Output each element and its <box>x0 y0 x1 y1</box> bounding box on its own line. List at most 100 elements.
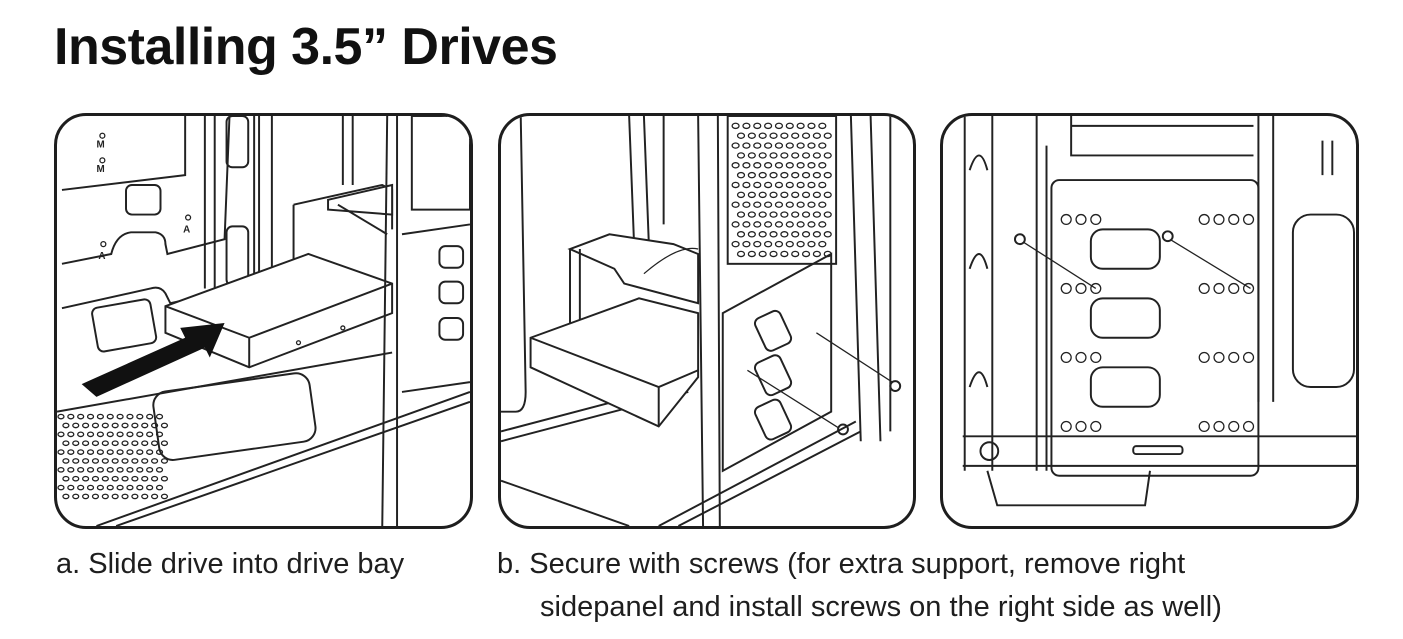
perforation-hole <box>818 181 827 189</box>
perforation-hole <box>101 475 109 482</box>
perforation-hole <box>747 171 756 179</box>
perforation-hole <box>796 162 805 169</box>
screw-icon <box>1013 233 1026 246</box>
perforation-hole <box>812 211 821 218</box>
perforation-hole <box>801 231 811 238</box>
illustration-panel-a: M M A A <box>54 113 473 529</box>
perforation-hole <box>155 449 164 455</box>
perforation-hole <box>126 413 134 420</box>
perforation-hole <box>747 152 756 159</box>
perforation-hole <box>86 431 95 438</box>
perforation-hole <box>764 162 773 169</box>
perforation-hole <box>780 211 789 218</box>
perforation-hole <box>823 152 832 159</box>
perforation-hole <box>101 440 109 447</box>
perforation-hole <box>62 458 70 464</box>
perforation-hole <box>801 171 811 179</box>
step-a-caption: a. Slide drive into drive bay <box>56 548 405 580</box>
perforation-hole <box>126 484 134 491</box>
perforation-hole <box>72 440 80 447</box>
perforation-hole <box>72 493 80 500</box>
perforation-hole <box>769 231 778 238</box>
perforation-hole <box>742 221 751 228</box>
perforation-hole <box>753 201 762 208</box>
illustration-panel-c <box>940 113 1359 529</box>
hard-drive <box>164 252 394 369</box>
perforation-hole <box>791 171 800 179</box>
perforation-hole <box>57 484 65 491</box>
perforation-hole <box>136 413 144 420</box>
perforation-hole <box>780 152 789 159</box>
perforation-hole <box>774 122 784 130</box>
perforation-hole <box>823 191 832 199</box>
mount-hole <box>1213 282 1225 295</box>
mount-hole <box>1060 282 1072 295</box>
perforation-hole <box>780 191 789 199</box>
hard-drive <box>529 297 700 428</box>
perforation-hole <box>731 201 740 208</box>
perforation-hole <box>812 171 821 179</box>
perforation-hole <box>758 211 767 218</box>
perforation-hole <box>747 250 756 258</box>
perforation-hole <box>91 475 100 482</box>
perforation-hole <box>67 413 75 420</box>
perforation-hole <box>780 250 789 258</box>
perforation-hole <box>823 132 832 139</box>
perforation-hole <box>753 162 762 169</box>
perforation-hole <box>823 171 832 179</box>
perforation-hole <box>146 449 154 455</box>
perforation-hole <box>155 484 164 491</box>
screw-icon <box>889 380 902 392</box>
perforation-hole <box>796 122 805 130</box>
perforation-hole <box>774 221 784 228</box>
perforation-hole <box>62 440 70 447</box>
perforation-hole <box>818 122 827 130</box>
perforation-hole <box>758 152 767 159</box>
perforation-hole <box>82 475 90 482</box>
perforation-hole <box>136 431 144 438</box>
perforation-hole <box>62 422 70 429</box>
perforation-hole <box>150 475 159 482</box>
page-title: Installing 3.5” Drives <box>54 18 558 76</box>
perforation-hole <box>742 181 751 189</box>
perforation-hole <box>57 431 65 438</box>
perforation-hole <box>764 240 773 248</box>
perforation-hole <box>736 191 746 199</box>
perforation-hole <box>818 240 827 248</box>
perforation-hole <box>818 162 827 169</box>
perforation-hole <box>769 132 778 139</box>
perforation-hole <box>807 240 816 248</box>
perforation-hole <box>141 458 149 464</box>
perforation-hole <box>77 484 85 491</box>
drive-cage-side-illustration <box>962 116 1356 507</box>
perforation-hole <box>67 466 75 473</box>
perforation-hole <box>801 250 811 258</box>
perforation-hole <box>731 142 740 149</box>
perforation-hole <box>91 493 100 500</box>
perforation-hole <box>769 250 778 258</box>
perforation-hole <box>150 440 159 447</box>
perforation-hole <box>77 413 85 420</box>
perforation-hole <box>160 458 169 464</box>
label-m-2: M <box>96 164 104 175</box>
insert-arrow-icon <box>81 322 225 397</box>
perforation-hole <box>731 122 740 130</box>
perforation-hole <box>736 211 746 218</box>
perforation-hole <box>77 449 85 455</box>
perforation-hole <box>796 181 805 189</box>
perforation-hole <box>62 493 70 500</box>
perforation-hole <box>764 181 773 189</box>
perforation-hole <box>96 449 104 455</box>
perforation-hole <box>146 413 154 420</box>
perforation-hole <box>785 240 794 248</box>
perforation-hole <box>160 493 169 500</box>
perforation-hole <box>764 221 773 228</box>
mount-hole <box>1198 282 1210 295</box>
perforation-hole <box>86 484 95 491</box>
perforation-hole <box>818 221 827 228</box>
perforation-hole <box>86 413 95 420</box>
drive-slide-illustration: M M A A <box>57 116 470 526</box>
perforation-hole <box>150 493 159 500</box>
perforation-hole <box>77 466 85 473</box>
perforation-hole <box>785 221 794 228</box>
